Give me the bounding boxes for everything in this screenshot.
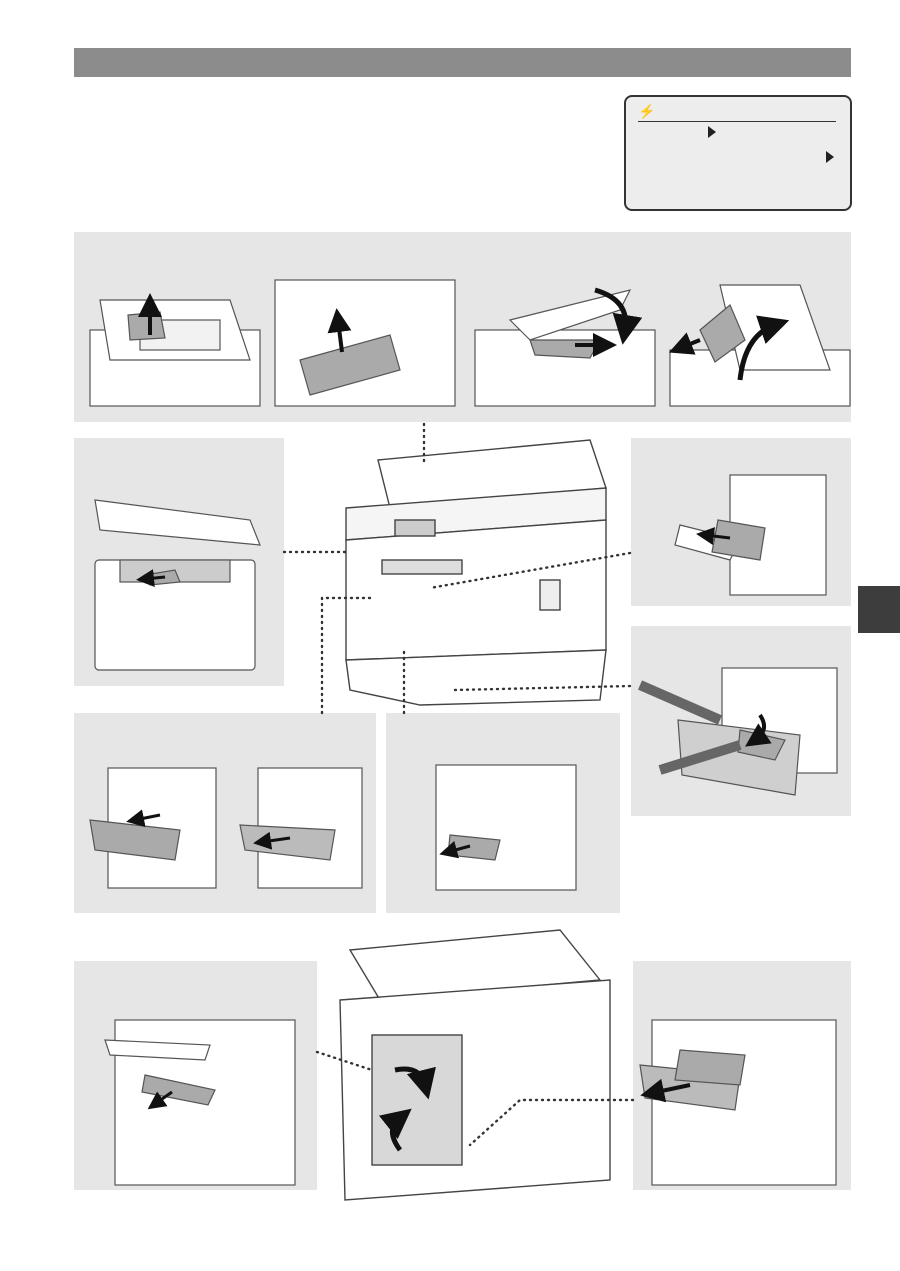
printer-front-icon bbox=[346, 440, 606, 705]
paper-drawer-icon bbox=[640, 668, 837, 795]
rear-cover-open-icon bbox=[640, 1020, 836, 1185]
top-cover-open-icon bbox=[95, 500, 260, 670]
rear-duplex-cover-icon bbox=[105, 1020, 295, 1185]
feeder-tray-lift-icon bbox=[475, 290, 655, 406]
feeder-inner-jam-icon bbox=[275, 280, 455, 406]
toner-cartridge-area-icon bbox=[90, 768, 362, 888]
platen-cover-open-icon bbox=[670, 285, 850, 406]
manual-feed-slot-icon bbox=[675, 475, 826, 595]
printer-rear-icon bbox=[340, 930, 610, 1200]
feeder-open-icon bbox=[90, 300, 260, 406]
output-tray-icon bbox=[436, 765, 576, 890]
